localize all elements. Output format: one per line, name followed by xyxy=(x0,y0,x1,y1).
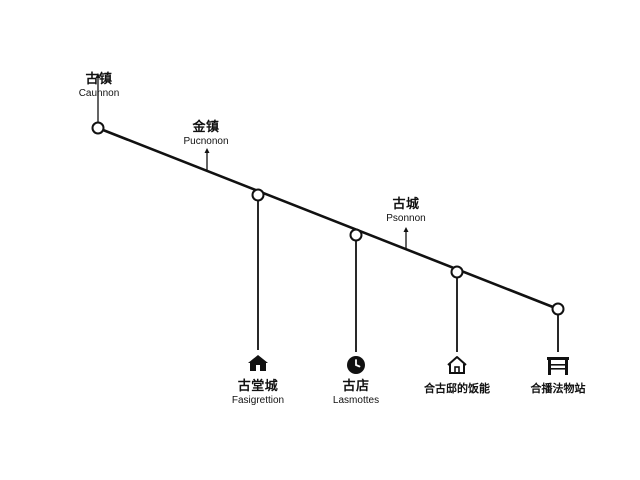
arrow-top-3 xyxy=(403,227,409,232)
bottom-label-2-en: Lasmottes xyxy=(332,395,380,406)
top-label-3-zh: 古城 xyxy=(392,197,420,212)
node-3 xyxy=(349,228,363,242)
bottom-label-4: 合播法物站 xyxy=(531,382,586,394)
arrow-top-1 xyxy=(95,73,101,78)
top-label-1-en: Caunnon xyxy=(78,88,120,99)
bottom-label-3: 合古邸的饭能 xyxy=(424,382,490,394)
gate-icon xyxy=(547,357,569,375)
bottom-label-1-en: Fasigrettion xyxy=(231,395,285,406)
top-label-2-en: Pucnonon xyxy=(183,136,229,147)
node-2 xyxy=(251,188,265,202)
bottom-label-3-zh: 合古邸的饭能 xyxy=(424,382,490,395)
bottom-label-2-zh: 古店 xyxy=(342,379,370,394)
node-5 xyxy=(551,302,565,316)
top-label-2-zh: 金镇 xyxy=(192,120,220,135)
node-1 xyxy=(91,121,105,135)
house-icon xyxy=(248,355,268,371)
bottom-label-2: 古店 Lasmottes xyxy=(333,380,379,406)
clock-icon xyxy=(347,356,365,374)
top-label-3-en: Psonnon xyxy=(386,213,426,224)
bottom-label-1-zh: 古堂城 xyxy=(237,379,279,394)
top-label-1-zh: 古镇 xyxy=(85,72,113,87)
top-label-3: 古城 Psonnon xyxy=(386,198,425,224)
node-4 xyxy=(450,265,464,279)
main-line xyxy=(96,126,560,311)
bottom-label-1: 古堂城 Fasigrettion xyxy=(232,380,284,406)
top-label-1: 古镇 Caunnon xyxy=(79,73,120,99)
arrow-top-2 xyxy=(204,148,210,153)
bottom-label-4-zh: 合播法物站 xyxy=(530,382,586,395)
top-label-2: 金镇 Pucnonon xyxy=(183,121,228,147)
home-outline-icon xyxy=(447,356,467,374)
